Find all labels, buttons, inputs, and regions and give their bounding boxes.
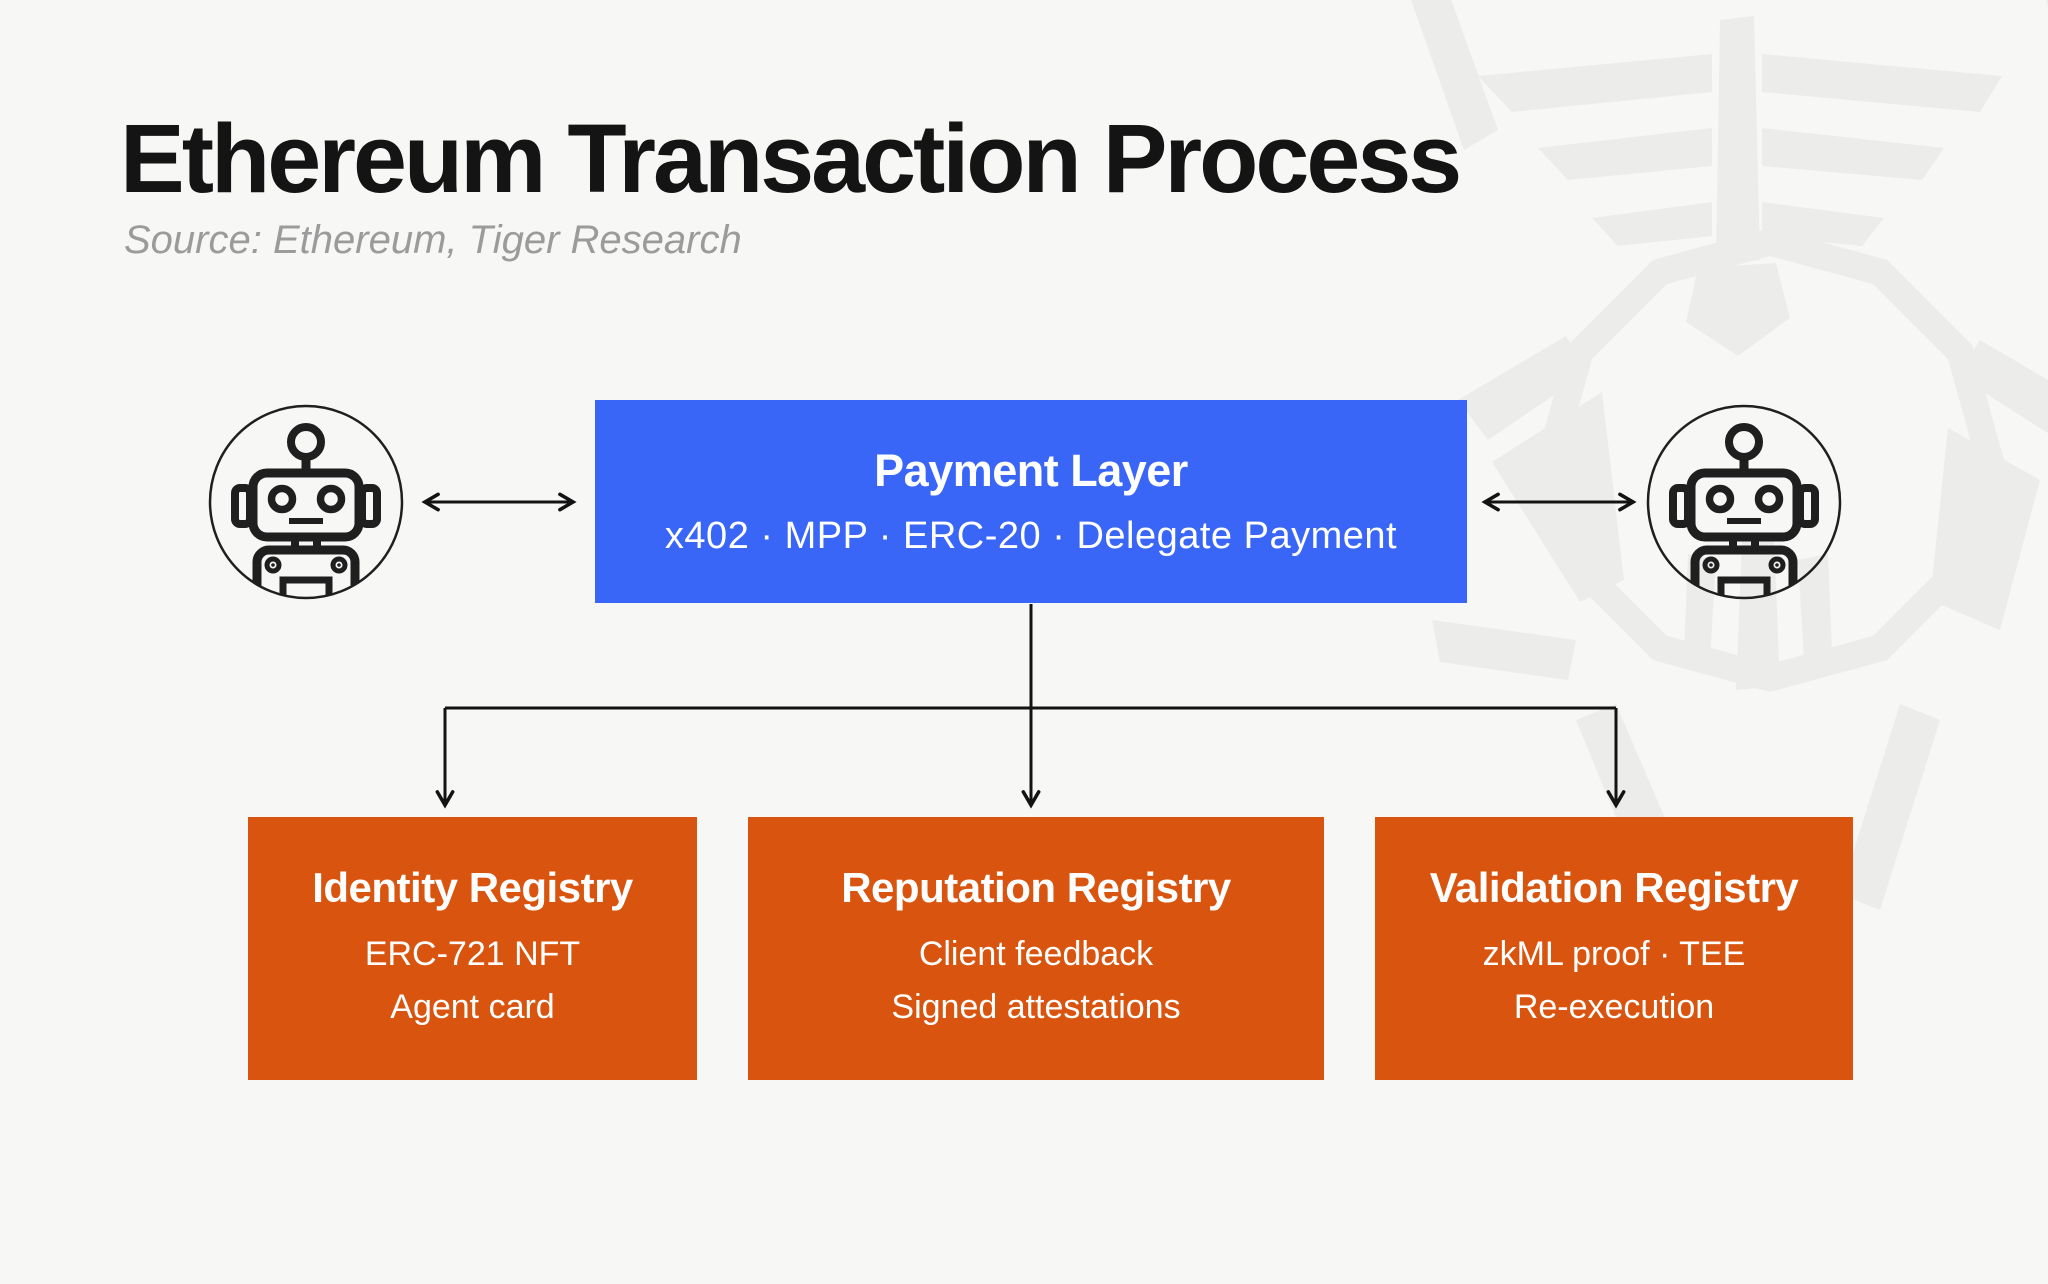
payment-layer-subtitle: x402 · MPP · ERC-20 · Delegate Payment <box>664 515 1398 557</box>
registry-line: ERC-721 NFT <box>364 934 581 973</box>
registry-line: Client feedback <box>918 934 1154 973</box>
source-caption: Source: Ethereum, Tiger Research <box>124 218 742 262</box>
registry-line: Agent card <box>390 987 555 1026</box>
payment-layer-title: Payment Layer <box>874 445 1188 496</box>
payment-layer-box: Payment Layer x402 · MPP · ERC-20 · Dele… <box>595 400 1467 603</box>
registry-line: zkML proof · TEE <box>1482 934 1746 973</box>
identity-registry-box: Identity Registry ERC-721 NFT Agent card <box>248 817 697 1080</box>
reputation-registry-box: Reputation Registry Client feedback Sign… <box>748 817 1324 1080</box>
robot-agent-left <box>206 402 406 602</box>
robot-agent-right <box>1644 402 1844 602</box>
robot-icon <box>1644 402 1844 602</box>
registry-title: Validation Registry <box>1429 863 1799 911</box>
registry-title: Reputation Registry <box>841 863 1231 911</box>
validation-registry-box: Validation Registry zkML proof · TEE Re-… <box>1375 817 1853 1080</box>
page-title: Ethereum Transaction Process <box>120 104 1462 213</box>
robot-icon <box>206 402 406 602</box>
registry-title: Identity Registry <box>312 863 633 911</box>
registry-line: Re-execution <box>1513 987 1715 1026</box>
registry-line: Signed attestations <box>891 987 1181 1026</box>
